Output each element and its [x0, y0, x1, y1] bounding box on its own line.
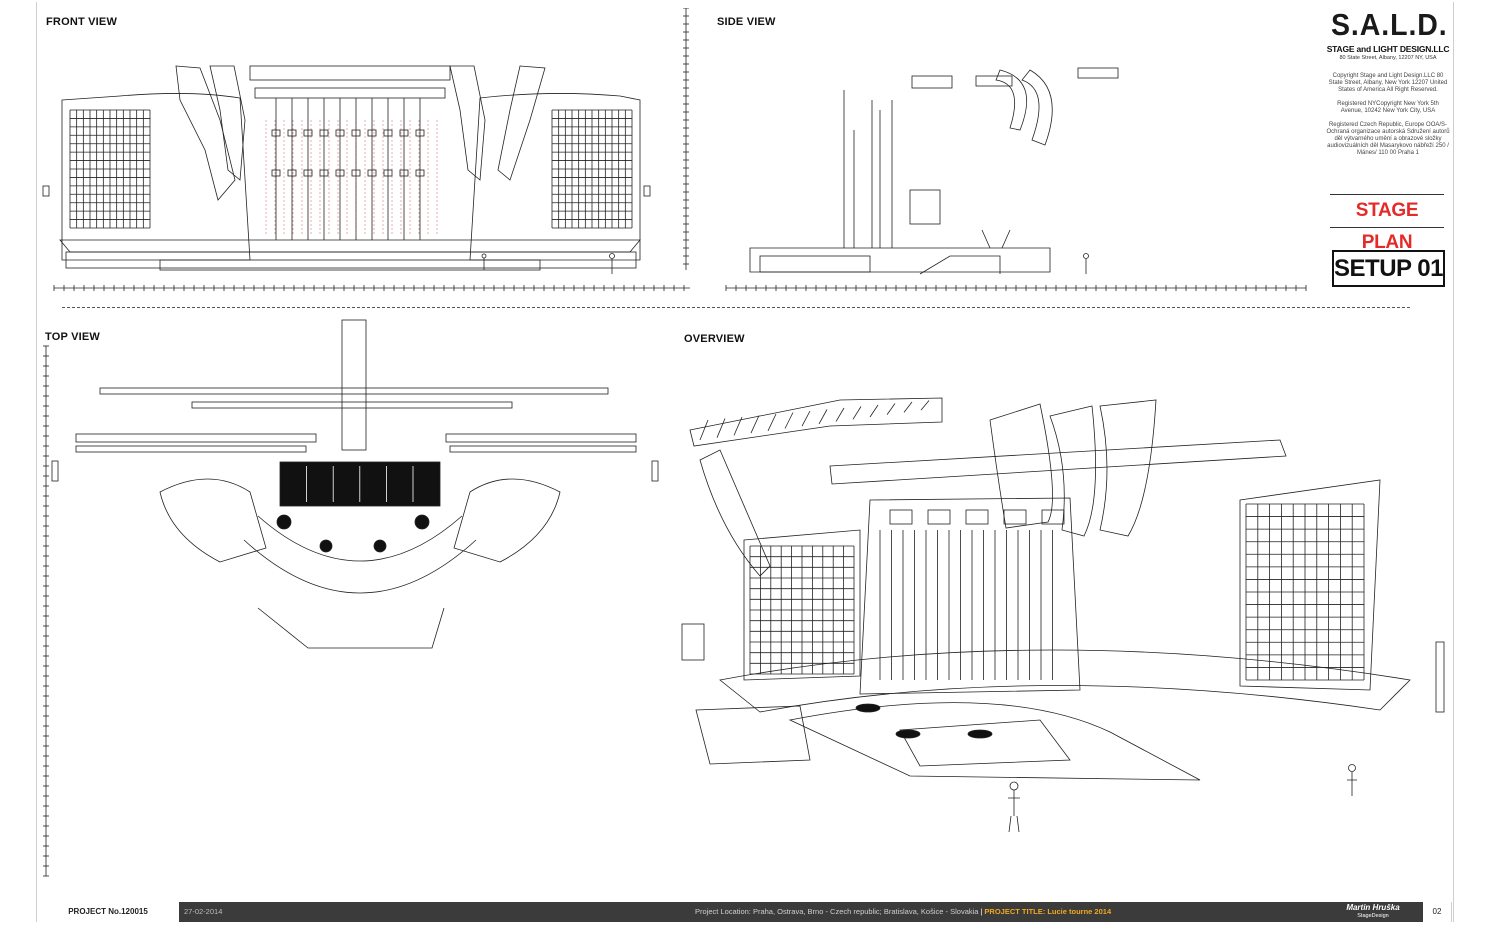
side-view-label: SIDE VIEW — [717, 16, 776, 28]
company-name: STAGE and LIGHT DESIGN.LLC — [1326, 44, 1450, 54]
footer-bar: PROJECT No.120015 27-02-2014 Project Loc… — [36, 902, 1452, 922]
project-location: Project Location: Praha, Ostrava, Brno -… — [695, 907, 979, 916]
copyright-notes: Copyright Stage and Light Design.LLC 80 … — [1326, 73, 1450, 157]
side-view-drawing — [720, 60, 1320, 300]
project-number: PROJECT No.120015 — [36, 902, 179, 922]
top-view-label: TOP VIEW — [45, 331, 100, 343]
company-address: 80 State Street, Albany, 12207 NY, USA — [1339, 55, 1437, 61]
front-view-label: FRONT VIEW — [46, 16, 118, 28]
project-date: 27-02-2014 — [184, 907, 223, 916]
setup-badge: SETUP 01 — [1332, 250, 1445, 287]
designer-role: StageDesign — [1357, 913, 1389, 919]
title-block: S.A.L.D. STAGE and LIGHT DESIGN.LLC 80 S… — [1326, 8, 1450, 164]
page-number: 02 — [1423, 902, 1452, 922]
registered-ny-text: Registered NYCopyright New York 5th Aven… — [1337, 101, 1439, 114]
overview-label: OVERVIEW — [684, 333, 745, 345]
copyright-text: Copyright Stage and Light Design.LLC 80 … — [1328, 73, 1448, 93]
front-view-drawing — [40, 60, 700, 300]
project-location-line: Project Location: Praha, Ostrava, Brno -… — [695, 907, 1112, 916]
top-view-drawing — [40, 316, 670, 881]
vertical-scale-ruler — [680, 8, 692, 274]
stage-plan-heading: STAGE PLAN — [1330, 194, 1444, 253]
section-divider — [62, 307, 1410, 308]
overview-drawing — [680, 380, 1450, 840]
sald-logo: S.A.L.D. — [1330, 7, 1448, 42]
designer-signature: Martin Hruška StageDesign — [1338, 904, 1408, 920]
drawing-sheet — [36, 2, 1454, 922]
project-title: PROJECT TITLE: Lucie tourne 2014 — [984, 907, 1112, 916]
registered-cz-text: Registered Czech Republic, Europe OOA/S-… — [1326, 122, 1450, 156]
designer-name: Martin Hruška — [1346, 903, 1400, 912]
